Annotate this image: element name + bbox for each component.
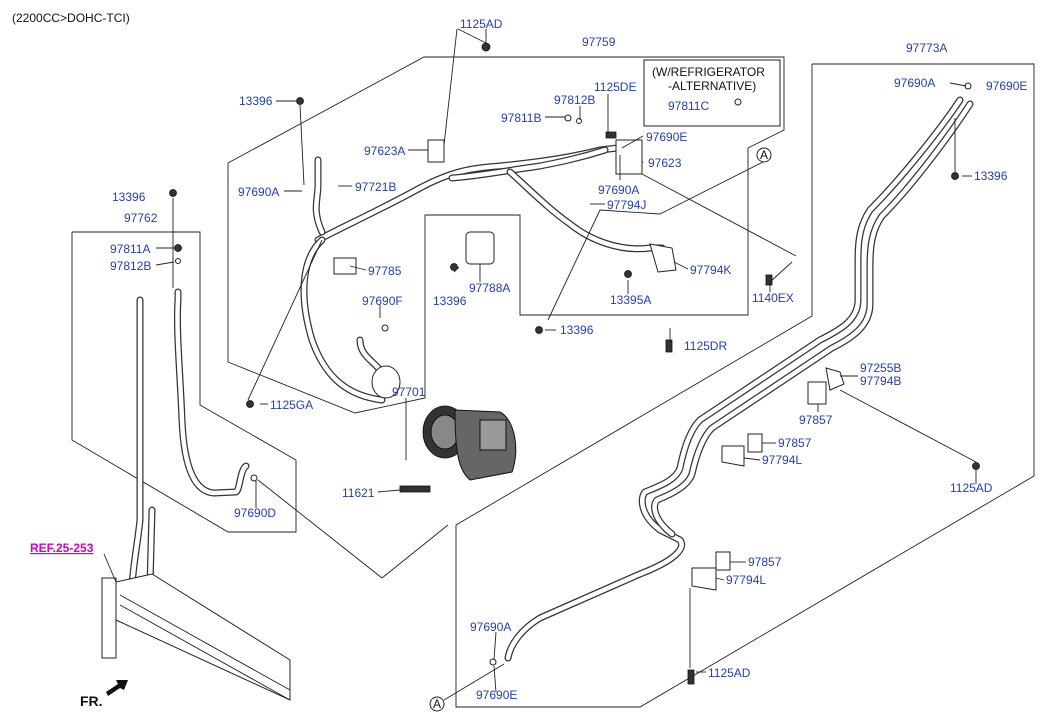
part-label-97811B[interactable]: 97811B [501, 111, 541, 125]
part-label-1125DE[interactable]: 1125DE [594, 80, 636, 94]
part-label-97690A[interactable]: 97690A [470, 620, 511, 634]
part-label-97690A[interactable]: 97690A [894, 76, 935, 90]
part-label-1125AD[interactable]: 1125AD [950, 481, 993, 495]
part-label-97794L[interactable]: 97794L [726, 573, 766, 587]
part-label-97794J[interactable]: 97794J [607, 198, 646, 212]
part-label-97857[interactable]: 97857 [748, 555, 782, 569]
part-label-97812B[interactable]: 97812B [554, 93, 595, 107]
part-label-13396[interactable]: 13396 [433, 294, 467, 308]
part-label-97812B[interactable]: 97812B [110, 259, 151, 273]
part-label-97785[interactable]: 97785 [368, 264, 402, 278]
part-label-1125DR[interactable]: 1125DR [684, 339, 727, 353]
part-label-97794L[interactable]: 97794L [762, 453, 802, 467]
part-label-97794K[interactable]: 97794K [690, 263, 731, 277]
leader-lines [103, 28, 977, 701]
part-label-97623A[interactable]: 97623A [364, 144, 405, 158]
part-label-97773A[interactable]: 97773A [906, 41, 947, 55]
part-label-97690A[interactable]: 97690A [598, 183, 639, 197]
part-labels: 1125AD 97759 13396 1125DE 97812B 97811B … [110, 17, 1027, 702]
part-label-13396[interactable]: 13396 [112, 190, 146, 204]
part-label-97759[interactable]: 97759 [582, 35, 616, 49]
part-label-1125AD[interactable]: 1125AD [460, 17, 503, 31]
part-label-13396[interactable]: 13396 [560, 323, 594, 337]
part-label-1125AD[interactable]: 1125AD [708, 666, 751, 680]
reference-circle-a-bottom: A [429, 696, 445, 712]
svg-text:A: A [760, 148, 768, 162]
part-label-13396[interactable]: 13396 [974, 169, 1008, 183]
part-label-97857[interactable]: 97857 [778, 436, 812, 450]
front-direction-indicator: FR. [80, 680, 128, 709]
part-label-1140EX[interactable]: 1140EX [752, 291, 794, 305]
part-label-97794B[interactable]: 97794B [860, 374, 901, 388]
note-line-2: -ALTERNATIVE) [668, 79, 756, 93]
svg-text:A: A [433, 697, 441, 711]
front-label: FR. [80, 693, 103, 709]
part-label-97788A[interactable]: 97788A [469, 281, 510, 295]
part-label-97857[interactable]: 97857 [799, 413, 833, 427]
part-label-97690F[interactable]: 97690F [362, 294, 403, 308]
part-label-1125GA[interactable]: 1125GA [270, 398, 313, 412]
components [101, 42, 980, 701]
part-label-97811C[interactable]: 97811C [668, 99, 709, 113]
part-label-97690D[interactable]: 97690D [234, 506, 276, 520]
part-label-11621[interactable]: 11621 [342, 486, 375, 500]
part-label-97701[interactable]: 97701 [392, 385, 426, 399]
part-label-97690A[interactable]: 97690A [238, 185, 279, 199]
part-label-13396[interactable]: 13396 [239, 94, 273, 108]
engine-spec-label: (2200CC>DOHC-TCI) [12, 11, 130, 25]
part-label-97623[interactable]: 97623 [648, 156, 682, 170]
reference-circle-a-top: A [756, 147, 772, 163]
compressor-97701 [422, 405, 517, 481]
part-label-97721B[interactable]: 97721B [355, 180, 396, 194]
part-label-97255B[interactable]: 97255B [860, 361, 901, 375]
group-outlines [71, 56, 1035, 708]
part-label-97690E[interactable]: 97690E [646, 130, 687, 144]
pipes [128, 96, 974, 662]
part-label-97690E[interactable]: 97690E [986, 79, 1027, 93]
condenser [101, 573, 291, 701]
part-label-97811A[interactable]: 97811A [110, 242, 150, 256]
note-line-1: (W/REFRIGERATOR [652, 65, 765, 79]
refrigerator-alternative-note: (W/REFRIGERATOR -ALTERNATIVE) [643, 59, 781, 127]
part-label-97762[interactable]: 97762 [124, 211, 158, 225]
part-label-97690E[interactable]: 97690E [476, 688, 517, 702]
ref-25-253-link[interactable]: REF.25-253 [30, 541, 94, 555]
part-label-13395A[interactable]: 13395A [610, 293, 651, 307]
